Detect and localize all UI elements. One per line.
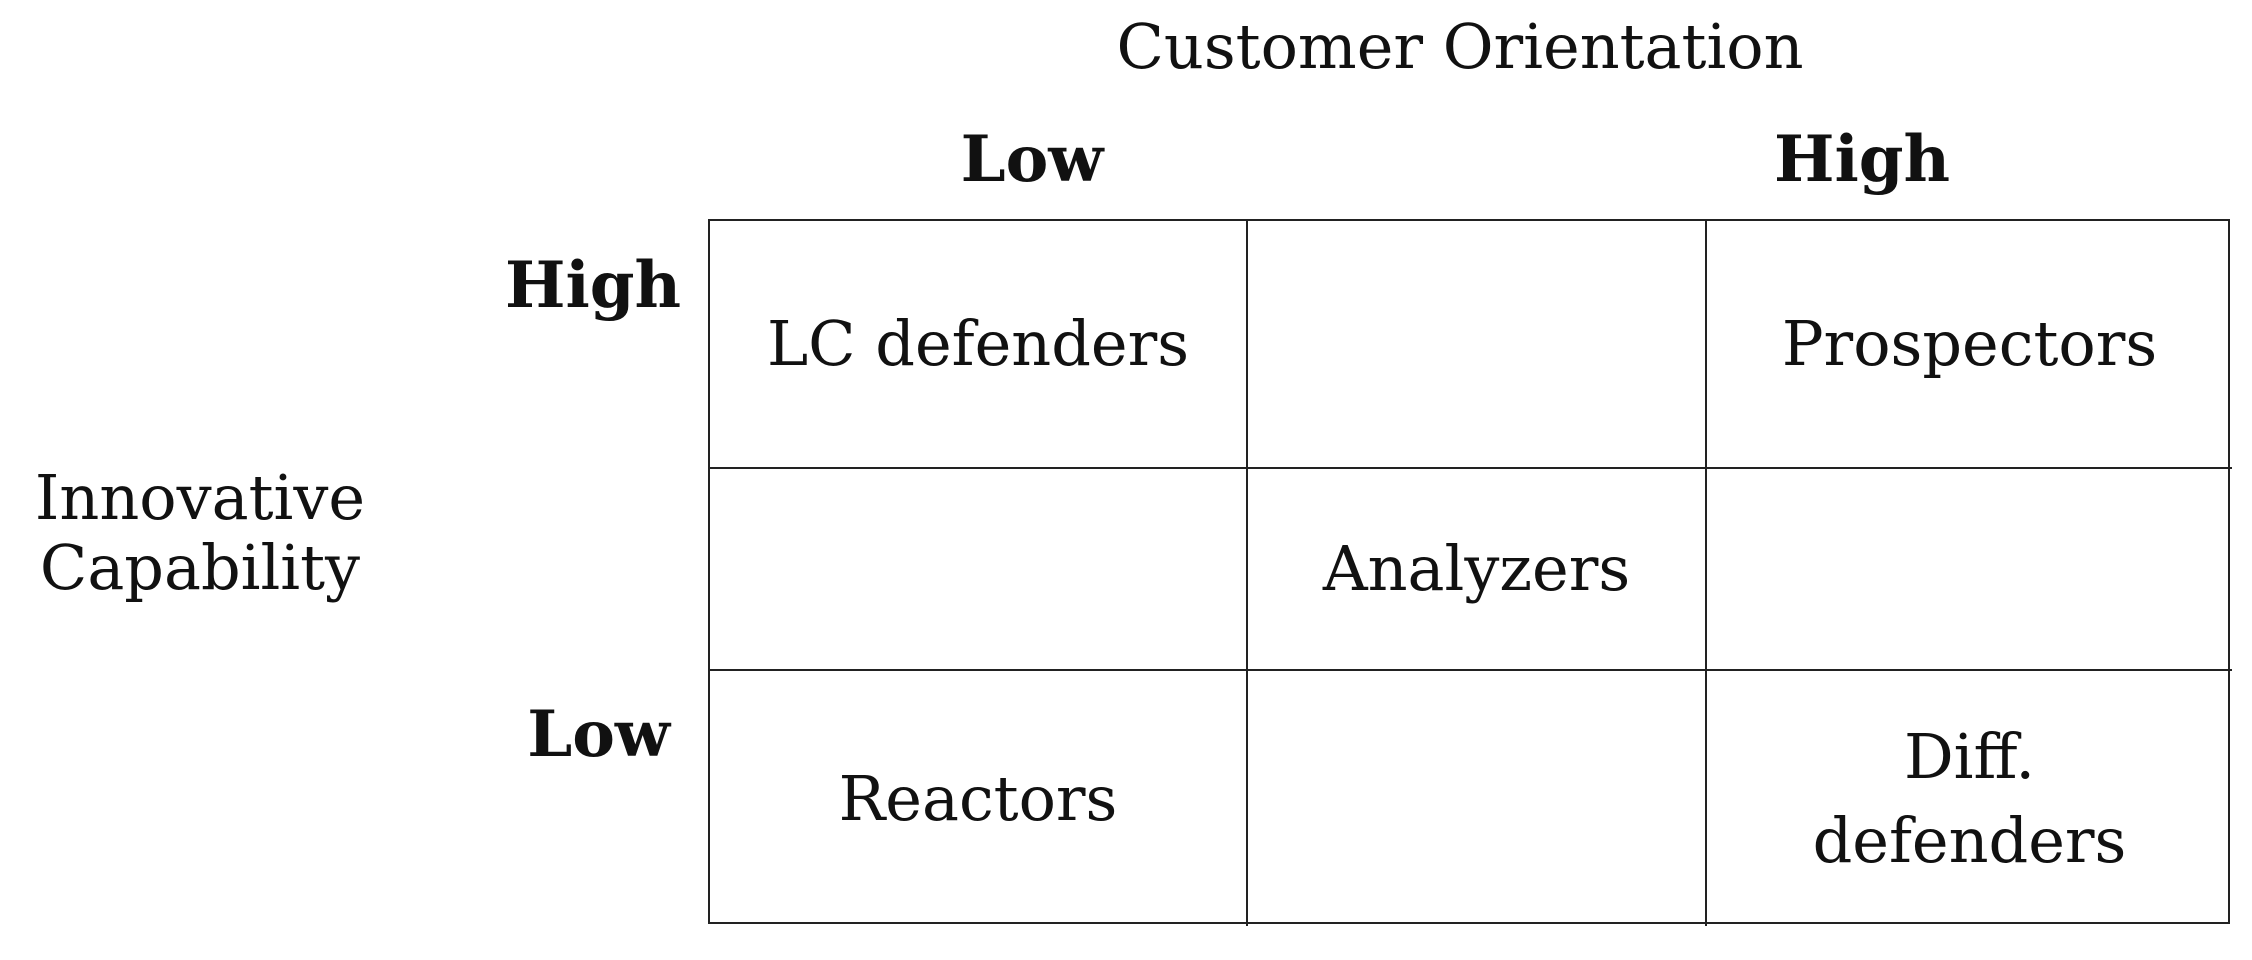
cell-lc-defenders-label: LC defenders — [766, 307, 1190, 381]
y-axis-title: Innovative Capability — [20, 463, 380, 603]
cell-mid-low — [710, 469, 1248, 671]
cell-analyzers-label: Analyzers — [1322, 532, 1631, 606]
cell-mid-mid: Analyzers — [1248, 469, 1707, 671]
y-axis-title-line1: Innovative — [34, 461, 366, 534]
cell-high-low: LC defenders — [710, 221, 1248, 469]
cell-low-low: Reactors — [710, 671, 1248, 926]
cell-low-mid — [1248, 671, 1707, 926]
cell-low-high: Diff. defenders — [1707, 671, 2232, 926]
cell-high-mid — [1248, 221, 1707, 469]
cell-reactors-label: Reactors — [838, 761, 1118, 835]
x-axis-title: Customer Orientation — [1116, 10, 1804, 83]
x-axis-low-label: Low — [960, 122, 1104, 197]
cell-diff-defenders-line2: defenders — [1812, 803, 2127, 877]
cell-mid-high — [1707, 469, 2232, 671]
cell-diff-defenders-label: Diff. defenders — [1813, 715, 2127, 882]
x-axis-high-label: High — [1773, 122, 1951, 197]
y-axis-title-line2: Capability — [39, 531, 361, 604]
cell-diff-defenders-line1: Diff. — [1903, 719, 2036, 793]
y-axis-low-label: Low — [527, 697, 670, 772]
strategy-matrix: LC defenders Prospectors Analyzers React… — [708, 219, 2232, 926]
cell-prospectors-label: Prospectors — [1781, 307, 2158, 381]
y-axis-high-label: High — [505, 248, 682, 323]
cell-high-high: Prospectors — [1707, 221, 2232, 469]
